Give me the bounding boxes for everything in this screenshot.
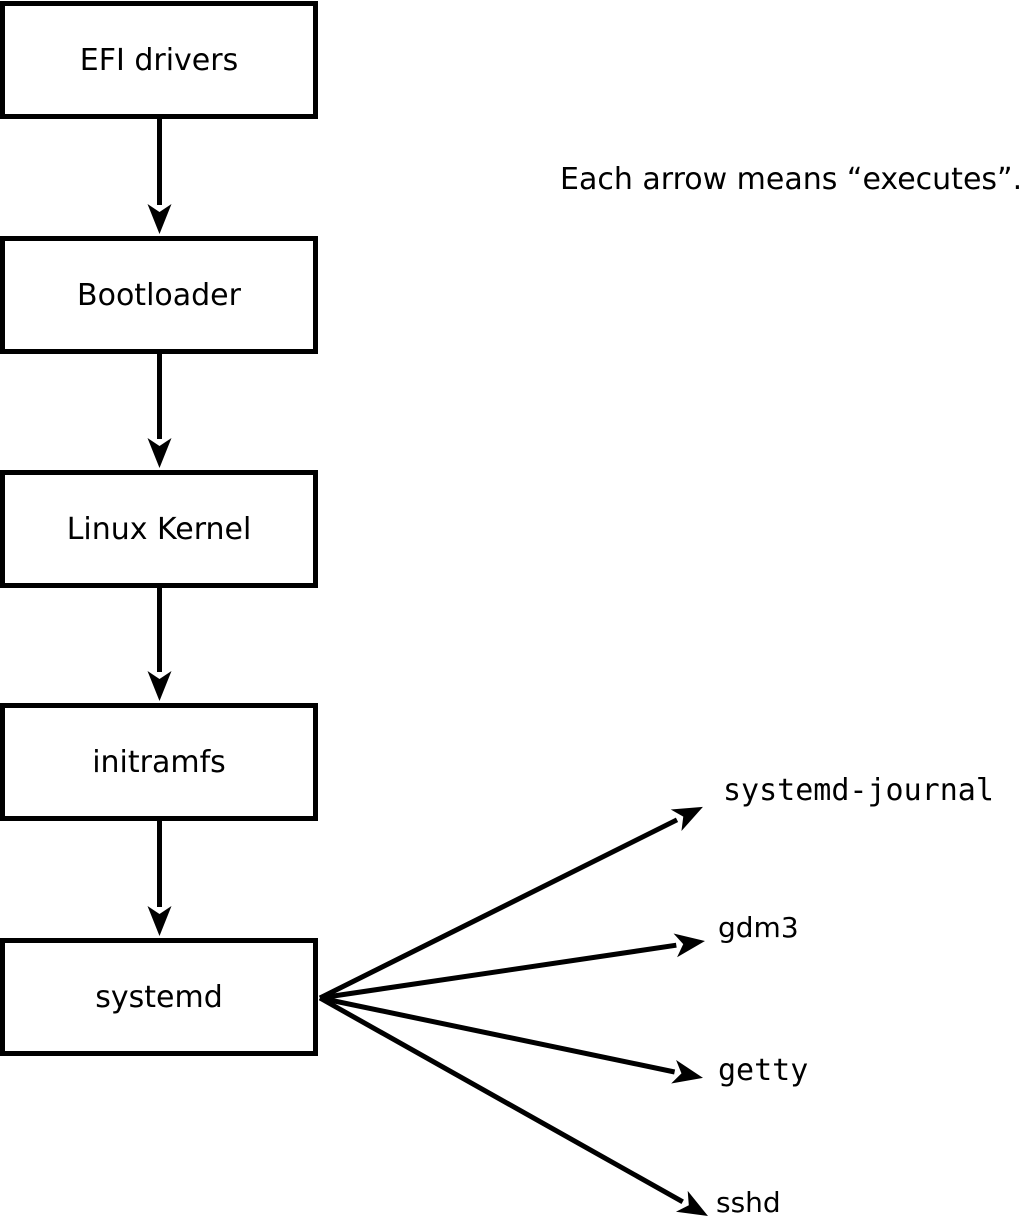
target-gdm3: gdm3	[718, 911, 799, 944]
node-bootloader-label: Bootloader	[77, 277, 241, 313]
node-linux-kernel-label: Linux Kernel	[66, 511, 252, 547]
arrow-systemd-to-gdm3	[319, 933, 705, 1001]
node-efi-drivers-label: EFI drivers	[79, 42, 239, 78]
node-initramfs: initramfs	[0, 703, 318, 821]
arrow-systemd-to-sshd	[318, 995, 708, 1217]
node-efi-drivers: EFI drivers	[0, 1, 318, 119]
node-linux-kernel: Linux Kernel	[0, 470, 318, 588]
arrow-systemd-to-getty	[319, 995, 703, 1084]
target-getty: getty	[718, 1053, 809, 1088]
node-systemd: systemd	[0, 938, 318, 1056]
target-sshd: sshd	[716, 1186, 781, 1219]
node-bootloader: Bootloader	[0, 236, 318, 354]
node-systemd-label: systemd	[95, 979, 223, 1015]
node-initramfs-label: initramfs	[92, 744, 226, 780]
arrow-systemd-to-journal	[318, 806, 703, 1001]
arrow-meaning-note: Each arrow means “executes”.	[560, 162, 1023, 197]
target-systemd-journal: systemd-journal	[723, 773, 994, 808]
